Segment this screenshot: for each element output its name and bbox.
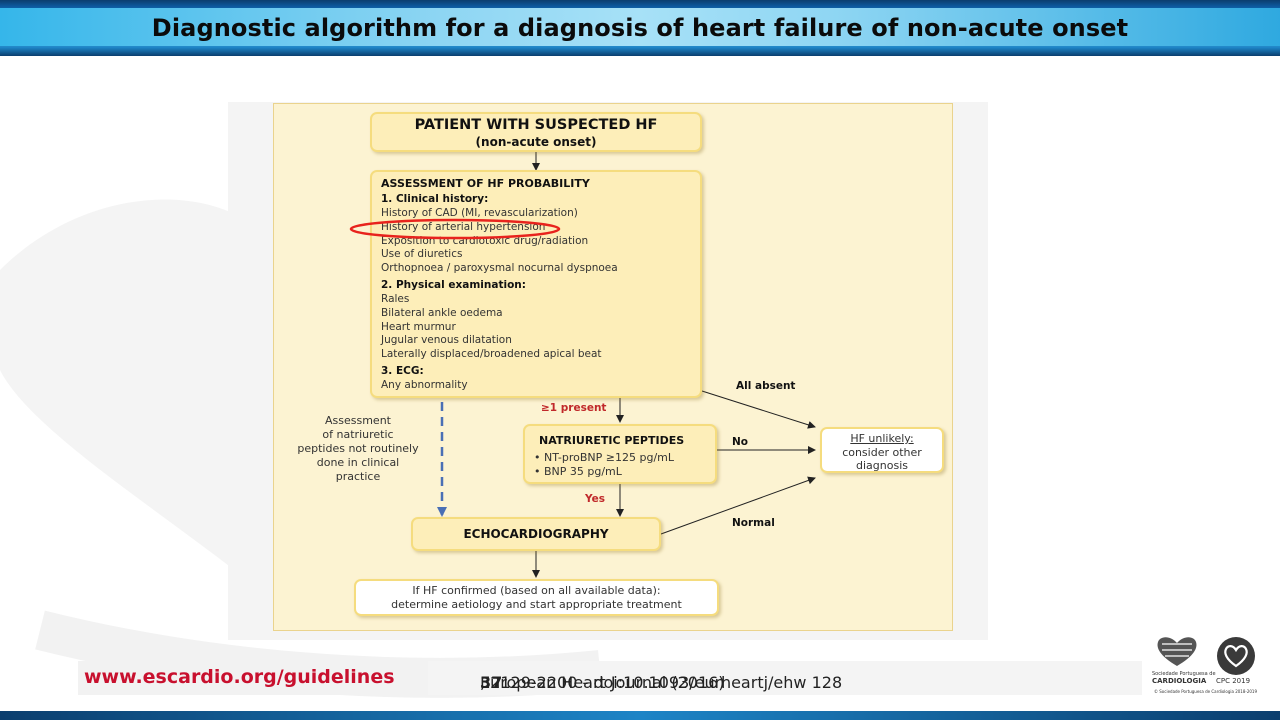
journal-reference-banner: European Heart Journal (2016) 37, 2129-2… bbox=[428, 661, 1142, 695]
cpc-logo: CPC 2019 bbox=[1212, 634, 1260, 688]
clinical-history-heading: 1. Clinical history: bbox=[381, 193, 489, 205]
cpc-heart-logo-icon bbox=[1217, 637, 1255, 675]
spc-line1: Sociedade Portuguesa de bbox=[1152, 671, 1216, 677]
label-normal: Normal bbox=[732, 517, 775, 529]
exam-item: Laterally displaced/broadened apical bea… bbox=[381, 348, 602, 360]
spc-heart-logo-icon bbox=[1157, 637, 1197, 666]
bottom-bar bbox=[0, 711, 1280, 720]
assessment-heading: ASSESSMENT OF HF PROBABILITY bbox=[381, 177, 590, 190]
highlight-ellipse bbox=[349, 218, 561, 240]
ref-prefix: European Heart Journal (2016) bbox=[480, 673, 725, 692]
confirmed-line1: If HF confirmed (based on all available … bbox=[412, 584, 661, 597]
label-present: ≥1 present bbox=[541, 402, 607, 414]
hf-unlikely-line2: consider other bbox=[842, 446, 922, 459]
ref-volume: 37 bbox=[480, 673, 503, 692]
peptides-item: • NT-proBNP ≥125 pg/mL bbox=[534, 451, 675, 464]
arrow-all-absent bbox=[701, 390, 816, 429]
arrow-normal bbox=[660, 476, 816, 535]
note-line: practice bbox=[335, 470, 381, 483]
exam-item: Bilateral ankle oedema bbox=[381, 307, 503, 319]
echo-label: ECHOCARDIOGRAPHY bbox=[463, 527, 609, 541]
copyright-line: © Sociedade Portuguesa de Cardiologia 20… bbox=[1154, 689, 1258, 694]
guidelines-url-banner: www.escardio.org/guidelines bbox=[78, 661, 418, 695]
hf-confirmed-box: If HF confirmed (based on all available … bbox=[354, 579, 719, 616]
peptides-heading: NATRIURETIC PEPTIDES bbox=[539, 434, 685, 447]
history-item: Orthopnoea / paroxysmal nocurnal dyspnoe… bbox=[381, 262, 618, 274]
note-line: Assessment bbox=[325, 414, 391, 427]
title-band bbox=[0, 8, 1280, 46]
start-box: PATIENT WITH SUSPECTED HF (non-acute ons… bbox=[370, 112, 702, 152]
history-item: History of CAD (MI, revascularization) bbox=[381, 207, 578, 219]
hf-unlikely-box: HF unlikely: consider other diagnosis bbox=[820, 427, 944, 473]
history-item: Use of diuretics bbox=[381, 248, 463, 260]
start-title: PATIENT WITH SUSPECTED HF bbox=[414, 117, 658, 133]
label-all-absent: All absent bbox=[736, 380, 796, 392]
flowchart-connectors bbox=[437, 151, 816, 578]
note-line: done in clinical bbox=[316, 456, 400, 469]
exam-item: Jugular venous dilatation bbox=[381, 334, 512, 346]
exam-item: Rales bbox=[381, 293, 410, 305]
note-line: peptides not routinely bbox=[297, 442, 419, 455]
echocardiography-box: ECHOCARDIOGRAPHY bbox=[411, 517, 661, 551]
peptides-item: • BNP 35 pg/mL bbox=[534, 465, 622, 478]
history-item: History of arterial hypertension bbox=[381, 221, 546, 233]
diagnostic-flowchart: PATIENT WITH SUSPECTED HF (non-acute ons… bbox=[273, 103, 953, 631]
natriuretic-note: Assessment of natriuretic peptides not r… bbox=[284, 414, 432, 484]
start-subtitle: (non-acute onset) bbox=[475, 135, 597, 149]
label-no: No bbox=[732, 436, 749, 448]
hf-unlikely-line3: diagnosis bbox=[856, 459, 908, 472]
note-line: of natriuretic bbox=[322, 428, 394, 441]
guidelines-url[interactable]: www.escardio.org/guidelines bbox=[84, 666, 395, 688]
label-yes: Yes bbox=[585, 493, 606, 505]
ecg-item: Any abnormality bbox=[381, 379, 468, 391]
confirmed-line2: determine aetiology and start appropriat… bbox=[391, 598, 682, 611]
title-bar: Diagnostic algorithm for a diagnosis of … bbox=[0, 0, 1280, 56]
natriuretic-peptides-box: NATRIURETIC PEPTIDES • NT-proBNP ≥125 pg… bbox=[523, 424, 717, 484]
ref-suffix: , 2129-2200 - doi:10.1093/eurheartj/ehw … bbox=[480, 673, 843, 692]
physical-exam-heading: 2. Physical examination: bbox=[381, 279, 526, 291]
hf-unlikely-line1: HF unlikely: bbox=[850, 432, 914, 445]
assessment-box: ASSESSMENT OF HF PROBABILITY 1. Clinical… bbox=[370, 170, 702, 398]
exam-item: Heart murmur bbox=[381, 321, 456, 333]
spc-line2: CARDIOLOGIA bbox=[1152, 677, 1207, 685]
ecg-heading: 3. ECG: bbox=[381, 365, 424, 377]
slide-title: Diagnostic algorithm for a diagnosis of … bbox=[151, 14, 1129, 42]
spc-logo: Sociedade Portuguesa de CARDIOLOGIA bbox=[1150, 634, 1216, 690]
cpc-label: CPC 2019 bbox=[1216, 677, 1251, 685]
